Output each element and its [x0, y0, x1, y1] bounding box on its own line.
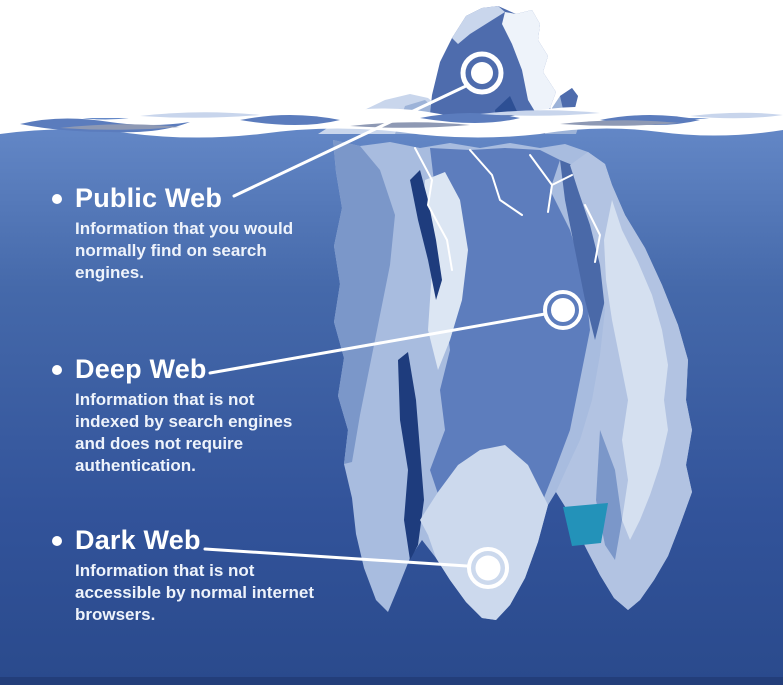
leader-lines	[203, 84, 547, 568]
dark-web-title: Dark Web	[75, 525, 201, 555]
hotspot-ring-icon-public	[460, 51, 504, 95]
hotspot-markers	[460, 51, 583, 589]
public-web-description: Information that you would normally find…	[75, 219, 294, 282]
section-public-web: Public Web Information that you would no…	[52, 183, 310, 284]
ocean-floor-strip	[0, 677, 783, 685]
dark-web-description: Information that is not accessible by no…	[75, 561, 315, 624]
iceberg-underwater	[333, 140, 692, 620]
bullet-icon	[52, 536, 62, 546]
bullet-icon	[52, 365, 62, 375]
hotspot-ring-icon-dark	[467, 547, 509, 589]
public-web-title: Public Web	[75, 183, 223, 213]
leader-line-dark	[203, 547, 469, 568]
leader-line-deep	[208, 312, 547, 375]
deep-web-description: Information that is not indexed by searc…	[75, 390, 293, 475]
deep-web-title: Deep Web	[75, 354, 207, 384]
hotspot-ring-icon-deep	[543, 290, 583, 330]
section-deep-web: Deep Web Information that is not indexed…	[52, 354, 315, 477]
bullet-icon	[52, 194, 62, 204]
teal-accent-shape	[563, 503, 608, 546]
leader-line-public	[232, 84, 468, 198]
section-dark-web: Dark Web Information that is not accessi…	[52, 525, 320, 626]
